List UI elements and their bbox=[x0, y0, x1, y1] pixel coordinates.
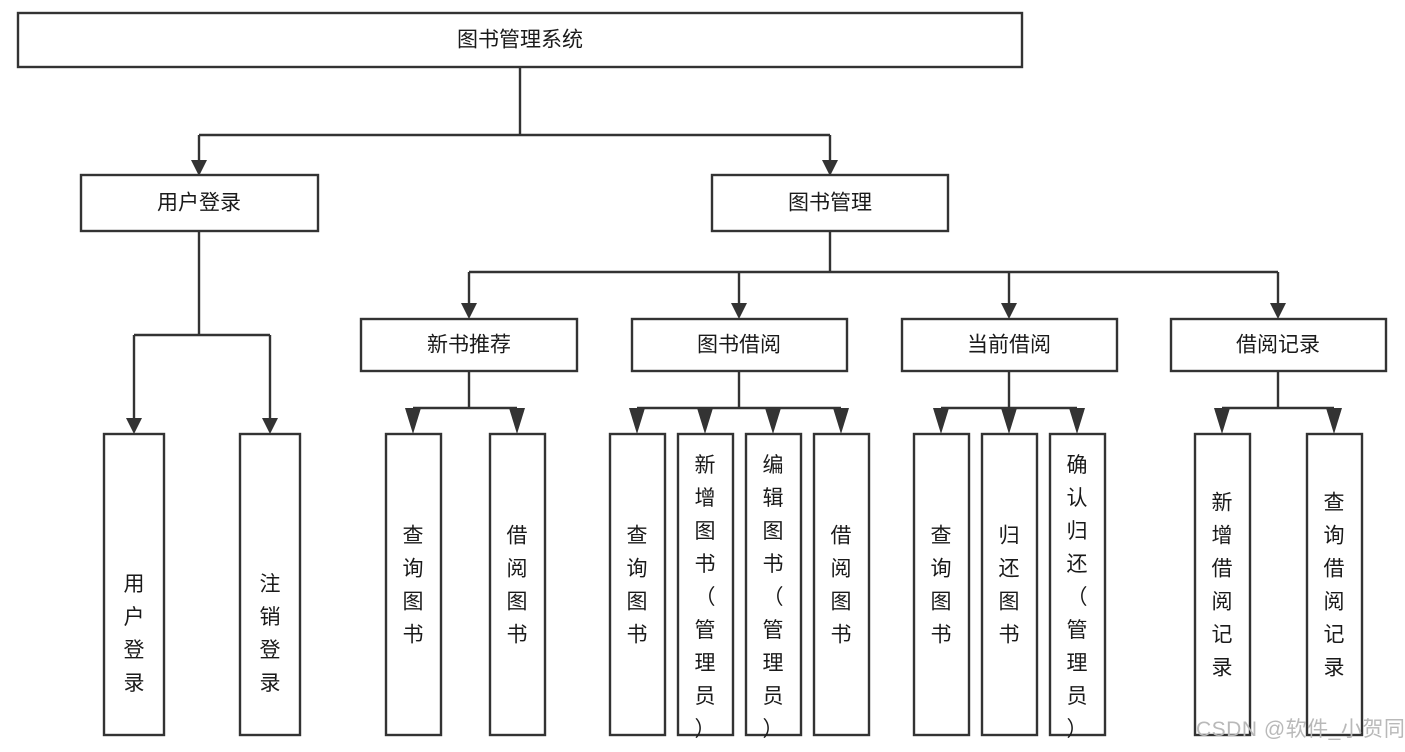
arrow-head-new-book-recommend bbox=[461, 303, 477, 319]
node-borrow-record-box[interactable] bbox=[1169, 317, 1388, 373]
node-leaf-logout-login-box[interactable] bbox=[238, 432, 302, 737]
node-leaf-confirm-return-label: 确认归还（管理员） bbox=[1067, 454, 1088, 741]
node-leaf-query-book-1[interactable]: 查询图书 bbox=[384, 432, 443, 737]
node-leaf-add-book[interactable]: 新增图书（管理员） bbox=[676, 432, 735, 741]
arrow-head-leaf-add-book bbox=[697, 408, 713, 434]
node-new-book-recommend[interactable]: 新书推荐 bbox=[359, 317, 579, 373]
node-new-book-recommend-label: 新书推荐 bbox=[427, 334, 511, 357]
node-leaf-user-login[interactable]: 用户登录 bbox=[102, 432, 166, 737]
node-leaf-query-record-box[interactable] bbox=[1305, 432, 1364, 737]
node-leaf-borrow-book-1[interactable]: 借阅图书 bbox=[488, 432, 547, 737]
node-leaf-borrow-book-1-box[interactable] bbox=[488, 432, 547, 737]
arrow-head-book-manage bbox=[822, 160, 838, 176]
connector-layer bbox=[126, 67, 1342, 434]
node-user-login[interactable]: 用户登录 bbox=[79, 173, 320, 233]
node-leaf-user-login-box[interactable] bbox=[102, 432, 166, 737]
node-leaf-query-book-2-label: 查询图书 bbox=[627, 524, 648, 646]
node-leaf-logout-login[interactable]: 注销登录 bbox=[238, 432, 302, 737]
node-leaf-add-book-label: 新增图书（管理员） bbox=[695, 454, 716, 741]
node-borrow-record-label: 借阅记录 bbox=[1236, 334, 1320, 357]
node-leaf-query-book-3-box[interactable] bbox=[912, 432, 971, 737]
node-leaf-borrow-book-2-box[interactable] bbox=[812, 432, 871, 737]
arrow-head-book-borrow bbox=[731, 303, 747, 319]
node-book-borrow[interactable]: 图书借阅 bbox=[630, 317, 849, 373]
node-book-manage[interactable]: 图书管理 bbox=[710, 173, 950, 233]
node-book-borrow-box[interactable] bbox=[630, 317, 849, 373]
node-leaf-borrow-book-2[interactable]: 借阅图书 bbox=[812, 432, 871, 737]
node-leaf-borrow-book-1-label: 借阅图书 bbox=[507, 524, 528, 646]
arrow-head-leaf-return-book bbox=[1001, 408, 1017, 434]
node-leaf-query-book-2[interactable]: 查询图书 bbox=[608, 432, 667, 737]
node-user-login-label: 用户登录 bbox=[157, 192, 241, 215]
node-current-borrow-label: 当前借阅 bbox=[967, 334, 1051, 357]
arrow-head-leaf-logout-login bbox=[262, 418, 278, 434]
arrow-head-leaf-add-record bbox=[1214, 408, 1230, 434]
arrow-head-leaf-user-login bbox=[126, 418, 142, 434]
node-leaf-logout-login-label: 注销登录 bbox=[260, 573, 281, 695]
node-book-borrow-label: 图书借阅 bbox=[697, 334, 781, 357]
node-borrow-record[interactable]: 借阅记录 bbox=[1169, 317, 1388, 373]
node-leaf-return-book-box[interactable] bbox=[980, 432, 1039, 737]
node-leaf-confirm-return-box[interactable] bbox=[1048, 432, 1107, 737]
arrow-head-leaf-borrow-book-2 bbox=[833, 408, 849, 434]
node-leaf-query-book-3[interactable]: 查询图书 bbox=[912, 432, 971, 737]
node-leaf-edit-book-box[interactable] bbox=[744, 432, 803, 737]
arrow-head-leaf-query-book-2 bbox=[629, 408, 645, 434]
node-leaf-query-book-1-label: 查询图书 bbox=[403, 524, 424, 646]
node-current-borrow-box[interactable] bbox=[900, 317, 1119, 373]
node-leaf-query-record-label: 查询借阅记录 bbox=[1324, 491, 1345, 679]
node-book-manage-label: 图书管理 bbox=[788, 192, 872, 215]
csdn-watermark: CSDN @软件_小贺同学 bbox=[1196, 718, 1405, 741]
arrow-head-leaf-query-record bbox=[1326, 408, 1342, 434]
node-leaf-query-book-3-label: 查询图书 bbox=[931, 524, 952, 646]
node-leaf-add-book-box[interactable] bbox=[676, 432, 735, 737]
node-leaf-confirm-return[interactable]: 确认归还（管理员） bbox=[1048, 432, 1107, 741]
node-leaf-query-record[interactable]: 查询借阅记录 bbox=[1305, 432, 1364, 737]
node-root-box[interactable] bbox=[16, 11, 1024, 69]
node-leaf-query-book-2-box[interactable] bbox=[608, 432, 667, 737]
node-root-label: 图书管理系统 bbox=[457, 29, 583, 52]
node-leaf-edit-book-label: 编辑图书（管理员） bbox=[763, 454, 784, 741]
node-user-login-box[interactable] bbox=[79, 173, 320, 233]
node-current-borrow[interactable]: 当前借阅 bbox=[900, 317, 1119, 373]
node-leaf-add-record-box[interactable] bbox=[1193, 432, 1252, 737]
node-leaf-add-record[interactable]: 新增借阅记录 bbox=[1193, 432, 1252, 737]
node-leaf-return-book[interactable]: 归还图书 bbox=[980, 432, 1039, 737]
node-leaf-query-book-1-box[interactable] bbox=[384, 432, 443, 737]
node-root[interactable]: 图书管理系统 bbox=[16, 11, 1024, 69]
arrow-head-leaf-query-book-1 bbox=[405, 408, 421, 434]
node-leaf-add-record-label: 新增借阅记录 bbox=[1212, 491, 1233, 679]
arrow-head-user-login bbox=[191, 160, 207, 176]
arrow-head-leaf-edit-book bbox=[765, 408, 781, 434]
node-new-book-recommend-box[interactable] bbox=[359, 317, 579, 373]
node-leaf-borrow-book-2-label: 借阅图书 bbox=[831, 524, 852, 646]
arrow-head-borrow-record bbox=[1270, 303, 1286, 319]
node-leaf-edit-book[interactable]: 编辑图书（管理员） bbox=[744, 432, 803, 741]
node-leaf-user-login-label: 用户登录 bbox=[124, 573, 145, 695]
arrow-head-leaf-borrow-book-1 bbox=[509, 408, 525, 434]
arrow-head-current-borrow bbox=[1001, 303, 1017, 319]
node-leaf-return-book-label: 归还图书 bbox=[999, 524, 1020, 646]
node-book-manage-box[interactable] bbox=[710, 173, 950, 233]
arrow-head-leaf-query-book-3 bbox=[933, 408, 949, 434]
arrow-head-leaf-confirm-return bbox=[1069, 408, 1085, 434]
